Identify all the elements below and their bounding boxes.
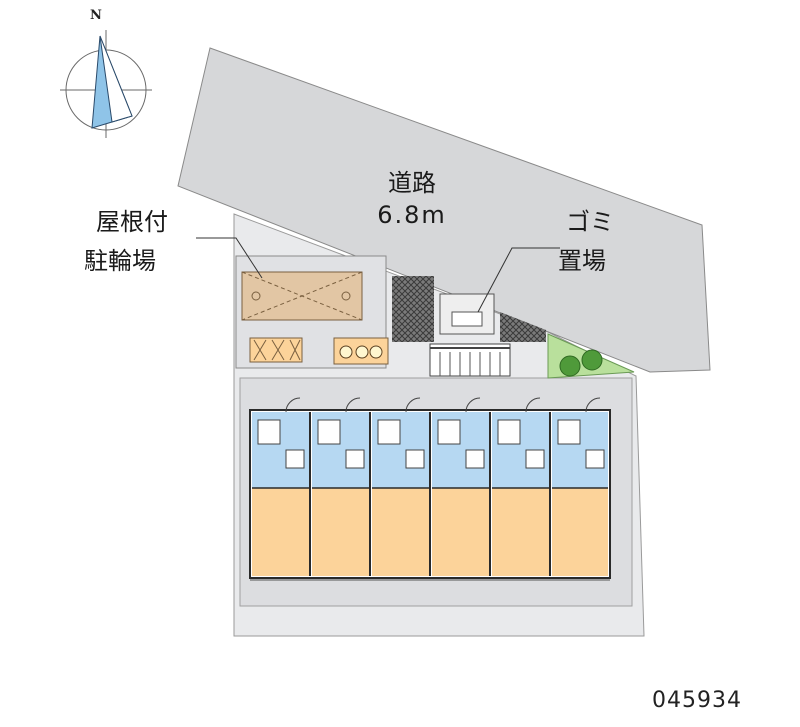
unit-2 [312,397,371,576]
road-area [177,47,711,373]
bicycle-rack-icon [249,337,303,363]
unit-6 [552,397,608,576]
compass-north-label: N [90,8,102,23]
property-code: 045934 [652,688,742,713]
bicycle-rack-icon [333,337,389,365]
unit-5 [492,397,551,576]
unit-3 [372,397,431,576]
drain-grate [392,276,434,342]
unit-4 [432,397,491,576]
tree-icon [581,349,603,371]
bike-leader-line [196,237,263,279]
road-label: 道路 [388,169,436,197]
north-arrow-icon [60,30,152,138]
garbage-bin [451,311,483,327]
tree-icon [559,355,581,377]
entrance-stairs [429,343,511,377]
unit-1 [252,397,311,576]
garbage-label-line1: ゴミ [566,208,614,236]
garbage-leader-line [477,247,560,313]
road-width: 6.8m [377,201,447,229]
bike-parking-label-line1: 屋根付 [96,208,168,236]
garbage-label-line2: 置場 [558,247,606,275]
bike-parking-label-line2: 駐輪場 [84,247,156,275]
drain-grate [500,312,546,342]
